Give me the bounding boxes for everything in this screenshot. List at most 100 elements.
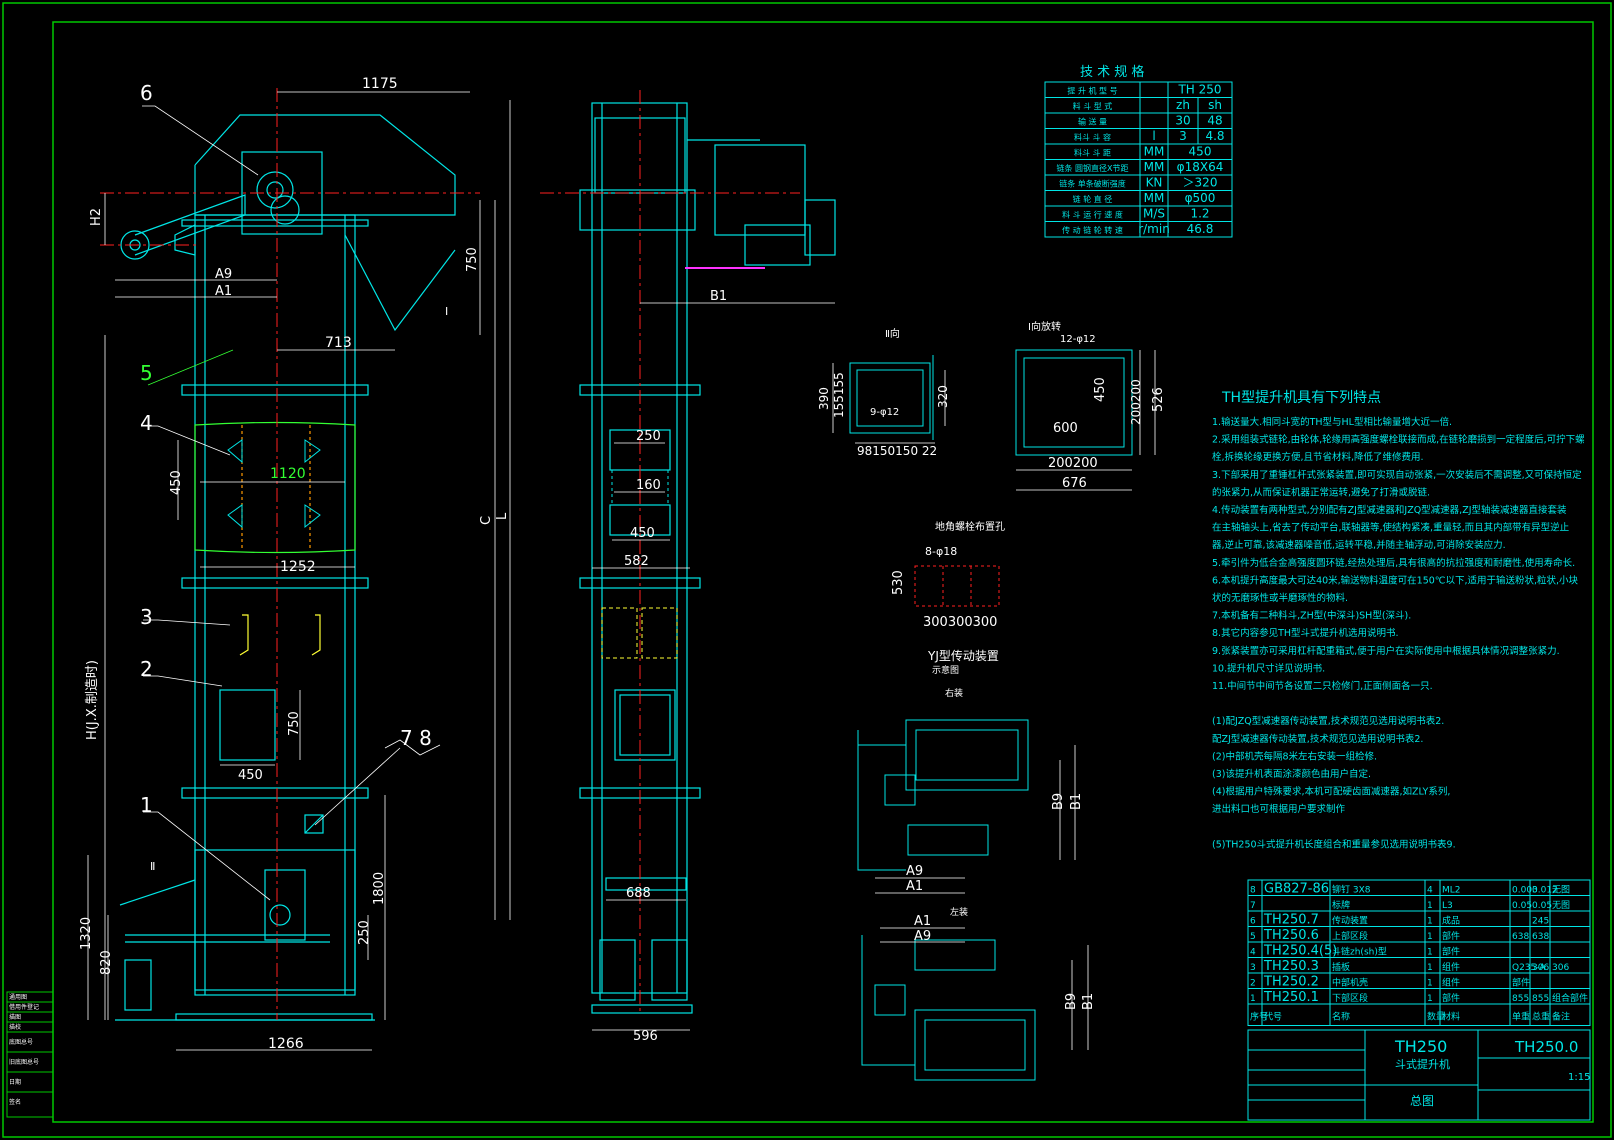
callout-3: 3 bbox=[140, 605, 153, 629]
spec-cell: 链 轮 直 径 bbox=[1073, 194, 1113, 204]
side-buckets-yellow bbox=[601, 607, 678, 659]
callout-7-8: 7 8 bbox=[400, 726, 432, 750]
spec-cell: sh bbox=[1208, 98, 1222, 112]
bom-cell: 1 bbox=[1427, 963, 1433, 973]
dim-a1: A1 bbox=[215, 284, 232, 299]
product-name: 斗式提升机 bbox=[1395, 1057, 1450, 1071]
inner-frame bbox=[52, 21, 1594, 1123]
bom-cell: 上部区段 bbox=[1332, 930, 1368, 942]
bom-table-grid bbox=[1247, 879, 1591, 1026]
drive-left-a1: A1 bbox=[914, 914, 931, 929]
dim-1320: 1320 bbox=[79, 917, 94, 950]
bom-cell: 638 bbox=[1512, 932, 1529, 942]
view-ii-390: 390 bbox=[817, 387, 831, 410]
bom-cell: 1 bbox=[1427, 932, 1433, 942]
drive-dims bbox=[875, 745, 1089, 1050]
spec-cell: KN bbox=[1146, 176, 1163, 190]
anchor-grid bbox=[914, 565, 1000, 607]
bom-cell: 7 bbox=[1250, 901, 1256, 911]
view-mark-I: Ⅰ bbox=[445, 305, 448, 318]
spec-cell: l bbox=[1152, 129, 1155, 143]
spec-table-grid bbox=[1044, 81, 1233, 238]
spec-cell: 料 斗 型 式 bbox=[1073, 101, 1113, 111]
bom-header-cell: 备注 bbox=[1552, 1011, 1570, 1023]
dim-750-head: 750 bbox=[465, 247, 480, 272]
bom-cell: Q235-A bbox=[1512, 963, 1546, 973]
view-i-bottom-2: 676 bbox=[1062, 476, 1087, 491]
bom-cell: 2 bbox=[1250, 979, 1256, 989]
view-i-title: Ⅰ向放转 bbox=[1028, 320, 1061, 333]
bom-cell: 4 bbox=[1250, 948, 1256, 958]
callout-5: 5 bbox=[140, 361, 153, 385]
side-dim-160: 160 bbox=[636, 478, 661, 493]
spec-cell: 48 bbox=[1207, 114, 1222, 128]
sidebar-label-3: 描图 bbox=[9, 1013, 21, 1021]
dim-450-pitch: 450 bbox=[169, 470, 184, 495]
spec-cell: 料 斗 运 行 速 度 bbox=[1062, 210, 1123, 220]
callout-6: 6 bbox=[140, 81, 153, 105]
view-ii-320: 320 bbox=[936, 385, 950, 408]
bom-cell: TH250.2 bbox=[1263, 975, 1319, 990]
anchor-title: 地角螺栓布置孔 bbox=[935, 520, 1005, 533]
features-line: 栓,拆换轮缘更换方便,且节省材料,降低了维修费用. bbox=[1212, 451, 1424, 463]
drive-subtitle: 示意图 bbox=[932, 664, 959, 676]
side-dimensions bbox=[592, 302, 835, 1031]
spec-cell: 4.8 bbox=[1205, 129, 1224, 143]
spec-cell: 料斗 斗 距 bbox=[1074, 148, 1111, 158]
bom-header-cell: 总重 bbox=[1532, 1011, 1550, 1023]
anchor-holes: 8-φ18 bbox=[925, 545, 957, 558]
spec-cell: φ18X64 bbox=[1177, 160, 1224, 174]
bom-cell: 4 bbox=[1427, 886, 1433, 896]
features-line: 状的无磨琢性或半磨琢性的物料. bbox=[1212, 592, 1348, 604]
bom-cell: 组件 bbox=[1442, 961, 1460, 973]
features-line: 2.采用组装式链轮,由轮体,轮缘用高强度螺栓联接而成,在链轮磨损到一定程度后,可… bbox=[1212, 434, 1585, 446]
features-line: 配ZJ型减速器传动装置,技术规范见选用说明书表2. bbox=[1212, 733, 1423, 745]
bom-cell: 306 bbox=[1552, 963, 1569, 973]
bom-cell: 855 bbox=[1532, 994, 1549, 1004]
bom-cell: 传动装置 bbox=[1332, 915, 1368, 927]
spec-cell: 3 bbox=[1179, 129, 1187, 143]
spec-table-title: 技 术 规 格 bbox=[1080, 64, 1144, 80]
drive-left-label: 左装 bbox=[950, 906, 968, 918]
dim-713: 713 bbox=[325, 335, 352, 351]
anchor-bottom: 300300300 bbox=[923, 615, 997, 630]
view-i-526: 526 bbox=[1151, 387, 1166, 412]
features-line: 6.本机提升高度最大可达40米,输送物料温度可在150℃以下,适用于输送粉状,粒… bbox=[1212, 574, 1579, 586]
bom-cell: TH250.1 bbox=[1263, 990, 1319, 1005]
drive-right-b1: B1 bbox=[1069, 793, 1084, 810]
dim-c: C bbox=[479, 516, 494, 525]
dim-hjx: H(J.X.制造时) bbox=[85, 660, 100, 740]
side-dim-582: 582 bbox=[624, 554, 649, 569]
bom-cell: 部件 bbox=[1512, 977, 1530, 989]
drive-right-a1: A1 bbox=[906, 879, 923, 894]
side-dim-b1: B1 bbox=[710, 289, 727, 304]
dim-door-height: 750 bbox=[287, 711, 302, 736]
bom-cell: TH250.7 bbox=[1263, 913, 1319, 928]
features-line: 10.提升机尺寸详见说明书. bbox=[1212, 662, 1325, 674]
features-line: 9.张紧装置亦可采用杠杆配重箱式,便于用户在实际使用中根据具体情况调整张紧力. bbox=[1212, 645, 1560, 657]
drive-right bbox=[857, 719, 1029, 871]
spec-cell: 提 升 机 型 号 bbox=[1067, 86, 1117, 96]
spec-cell: 46.8 bbox=[1187, 222, 1214, 236]
spec-cell: 链条 圆钢直径X节距 bbox=[1056, 163, 1128, 173]
features-line: (3)该提升机表面涂漆颜色由用户自定. bbox=[1212, 768, 1371, 780]
view-i-200: 200200 bbox=[1129, 379, 1143, 425]
view-ii-holes: 9-φ12 bbox=[870, 407, 899, 418]
dim-250-front: 250 bbox=[357, 920, 372, 945]
bom-cell: 部件 bbox=[1442, 930, 1460, 942]
anchor-530: 530 bbox=[891, 570, 906, 595]
bom-cell: 下部区段 bbox=[1332, 992, 1368, 1004]
drive-left bbox=[861, 935, 1036, 1081]
bom-header-cell: 材料 bbox=[1442, 1011, 1460, 1023]
sidebar-label-4: 描校 bbox=[9, 1023, 21, 1031]
features-line: 器,逆止可靠,该减速器噪音低,运转平稳,并随主轴浮动,可消除安装应力. bbox=[1212, 539, 1506, 551]
bom-header-cell: 名称 bbox=[1332, 1011, 1350, 1023]
bom-header-cell: 序号 bbox=[1250, 1011, 1268, 1023]
sidebar-label-8: 签名 bbox=[9, 1098, 21, 1106]
features-line: 进出料口也可根据用户要求制作 bbox=[1212, 803, 1346, 815]
features-line: (2)中部机壳每隔8米左右安装一组检修. bbox=[1212, 750, 1377, 762]
bom-cell: TH250.3 bbox=[1263, 959, 1319, 974]
bom-cell: 0.05 bbox=[1532, 901, 1552, 911]
features-line: (5)TH250斗式提升机长度组合和重量参见选用说明书表9. bbox=[1212, 838, 1456, 850]
spec-cell: 链条 单条破断强度 bbox=[1059, 179, 1126, 189]
